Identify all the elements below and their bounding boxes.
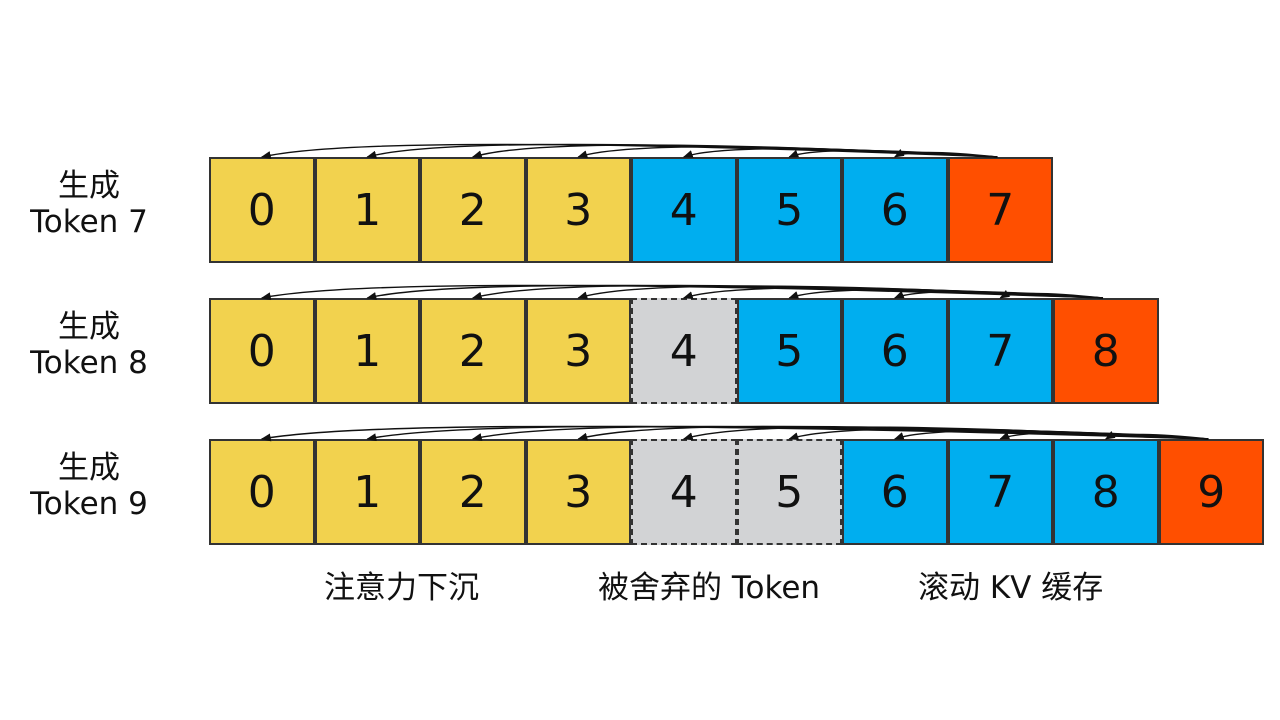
- token-cell-sink: 2: [420, 298, 526, 404]
- legend-evicted-tokens: 被舍弃的 Token: [598, 570, 821, 606]
- token-cell-current: 9: [1158, 439, 1264, 545]
- attention-arrow: [893, 430, 1209, 440]
- token-cell-window: 6: [842, 298, 948, 404]
- token-cell-window: 8: [1053, 439, 1159, 545]
- attention-arrow: [471, 425, 1209, 441]
- token-cell-current: 8: [1053, 298, 1159, 404]
- attention-arrow: [577, 285, 1104, 300]
- attention-arrow: [260, 425, 1209, 442]
- token-cell-evicted: 4: [631, 298, 737, 404]
- token-cell-sink: 1: [314, 157, 420, 263]
- row-label-line2: Token 7: [30, 204, 148, 240]
- token-cell-window: 5: [736, 157, 842, 263]
- row-label-line2: Token 9: [30, 486, 148, 522]
- token-cell-window: 5: [736, 298, 842, 404]
- attention-arrow: [366, 284, 1104, 300]
- attention-arrow: [682, 426, 1209, 441]
- token-cell-window: 7: [947, 439, 1053, 545]
- attention-arrow: [577, 146, 998, 159]
- token-cell-sink: 0: [209, 298, 315, 404]
- token-cell-sink: 2: [420, 157, 526, 263]
- token-cell-evicted: 5: [736, 439, 842, 545]
- attention-arrow: [788, 289, 1104, 299]
- attention-arrow: [471, 284, 1104, 300]
- legend-attention-sink: 注意力下沉: [324, 570, 479, 606]
- token-cell-sink: 3: [525, 157, 631, 263]
- token-cell-current: 7: [947, 157, 1053, 263]
- token-cell-window: 7: [947, 298, 1053, 404]
- token-cell-sink: 1: [314, 439, 420, 545]
- row-label-line1: 生成: [58, 309, 120, 345]
- token-cell-sink: 1: [314, 298, 420, 404]
- row-label-token-9: 生成 Token 9: [0, 450, 178, 522]
- token-cell-window: 4: [631, 157, 737, 263]
- attention-arrow: [682, 287, 1104, 300]
- row-label-line1: 生成: [58, 168, 120, 204]
- attention-arrow: [788, 428, 1209, 441]
- row-label-token-7: 生成 Token 7: [0, 168, 178, 240]
- attention-arrow: [366, 425, 1209, 442]
- attention-arrow: [682, 148, 998, 158]
- token-cell-sink: 3: [525, 298, 631, 404]
- token-cell-evicted: 4: [631, 439, 737, 545]
- legend-rolling-kv-cache: 滚动 KV 缓存: [918, 570, 1104, 606]
- token-cell-sink: 2: [420, 439, 526, 545]
- attention-arrow: [366, 143, 998, 159]
- attention-arrow: [577, 425, 1209, 441]
- token-cell-window: 6: [842, 157, 948, 263]
- attention-arrow: [471, 144, 998, 159]
- row-label-line1: 生成: [58, 450, 120, 486]
- token-cell-window: 6: [842, 439, 948, 545]
- token-cell-sink: 3: [525, 439, 631, 545]
- row-label-line2: Token 8: [30, 345, 148, 381]
- attention-arrow: [260, 284, 1104, 301]
- row-label-token-8: 生成 Token 8: [0, 309, 178, 381]
- token-cell-sink: 0: [209, 157, 315, 263]
- attention-arrow: [260, 143, 998, 159]
- token-cell-sink: 0: [209, 439, 315, 545]
